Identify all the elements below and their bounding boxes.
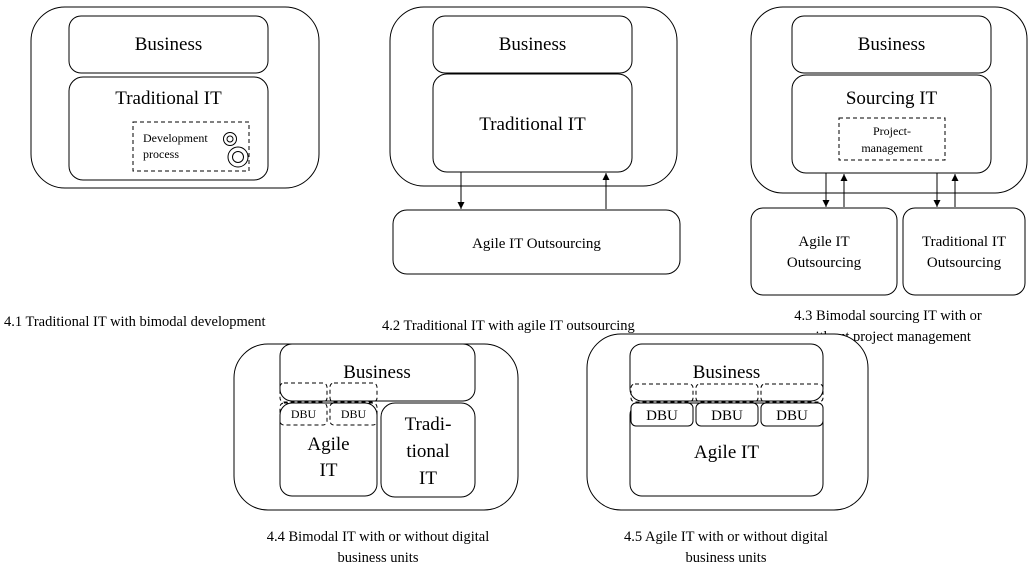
business-box bbox=[791, 15, 992, 74]
agile-it-outsourcing-label-line-2: Outsourcing bbox=[787, 255, 862, 271]
dbu-box bbox=[329, 402, 378, 426]
business-box bbox=[279, 343, 476, 402]
development-process-label-line-2: process bbox=[143, 147, 179, 161]
agile-it-label-line-1: Agile bbox=[307, 434, 349, 455]
business-label: Business bbox=[135, 34, 203, 55]
panel-4-5: Business DBU DBU DBU Agile IT 4.5 Agile … bbox=[586, 333, 869, 566]
business-label: Business bbox=[343, 362, 411, 383]
digital-business-unit-outline bbox=[760, 383, 824, 403]
project-management-label-line-1: Project- bbox=[873, 124, 911, 138]
panel-caption-line-1: 4.3 Bimodal sourcing IT with or bbox=[794, 308, 982, 324]
agile-it-outsourcing-box bbox=[392, 209, 681, 275]
gear-icon bbox=[223, 132, 249, 168]
business-box bbox=[629, 343, 824, 402]
traditional-it-label-line-1: Tradi- bbox=[405, 414, 452, 435]
traditional-it-label: Traditional IT bbox=[115, 88, 222, 109]
dbu-label: DBU bbox=[341, 407, 367, 421]
development-process-box bbox=[132, 121, 250, 172]
traditional-it-box bbox=[380, 402, 476, 498]
traditional-it-box bbox=[432, 73, 633, 173]
agile-it-outsourcing-label: Agile IT Outsourcing bbox=[472, 236, 601, 252]
dbu-label: DBU bbox=[711, 408, 743, 424]
traditional-it-outsourcing-label-line-1: Traditional IT bbox=[922, 234, 1006, 250]
agile-it-outsourcing-label-line-1: Agile IT bbox=[798, 234, 849, 250]
sourcing-it-label: Sourcing IT bbox=[846, 88, 938, 109]
panel-caption-line-2: business units bbox=[686, 550, 767, 566]
agile-it-outsourcing-box bbox=[750, 207, 898, 296]
traditional-it-outsourcing-box bbox=[902, 207, 1026, 296]
dbu-box bbox=[695, 402, 759, 427]
digital-business-unit-outline bbox=[630, 383, 694, 403]
dbu-box bbox=[630, 402, 694, 427]
panel-caption-line-2: business units bbox=[338, 550, 419, 566]
traditional-it-outsourcing-label-line-2: Outsourcing bbox=[927, 255, 1002, 271]
business-label: Business bbox=[858, 34, 926, 55]
digital-business-unit-outline bbox=[329, 382, 378, 403]
panel-4-1: Business Traditional IT Development proc… bbox=[4, 6, 320, 330]
traditional-it-label: Traditional IT bbox=[479, 114, 586, 135]
business-label: Business bbox=[693, 362, 761, 383]
development-process-label-line-1: Development bbox=[143, 131, 208, 145]
traditional-it-label-line-2: tional bbox=[406, 441, 449, 462]
panel-caption: 4.2 Traditional IT with agile IT outsour… bbox=[382, 318, 635, 334]
project-management-label-line-2: management bbox=[861, 141, 923, 155]
agile-it-label-line-2: IT bbox=[320, 460, 338, 481]
panel-caption-line-1: 4.5 Agile IT with or without digital bbox=[624, 529, 828, 545]
dbu-box bbox=[760, 402, 824, 427]
panel-4-4: Business DBU DBU Agile IT Tradi- tional … bbox=[233, 343, 519, 566]
agile-it-box bbox=[279, 402, 378, 497]
digital-business-unit-outline bbox=[695, 383, 759, 403]
sourcing-it-box bbox=[791, 74, 992, 174]
project-management-box bbox=[838, 117, 946, 161]
agile-it-label: Agile IT bbox=[694, 442, 759, 463]
traditional-it-label-line-3: IT bbox=[419, 468, 437, 489]
digital-business-unit-outline bbox=[279, 382, 328, 403]
dbu-label: DBU bbox=[646, 408, 678, 424]
business-label: Business bbox=[499, 34, 567, 55]
dbu-box bbox=[279, 402, 328, 426]
panel-caption-line-1: 4.4 Bimodal IT with or without digital bbox=[267, 529, 489, 545]
dbu-label: DBU bbox=[776, 408, 808, 424]
business-box bbox=[432, 15, 633, 74]
panel-caption: 4.1 Traditional IT with bimodal developm… bbox=[4, 314, 266, 330]
dbu-label: DBU bbox=[291, 407, 317, 421]
business-box bbox=[68, 15, 269, 74]
panel-4-3: Business Sourcing IT Project- management… bbox=[750, 6, 1028, 345]
traditional-it-box bbox=[68, 76, 269, 181]
panel-4-2: Business Traditional IT Agile IT Outsour… bbox=[382, 6, 681, 334]
